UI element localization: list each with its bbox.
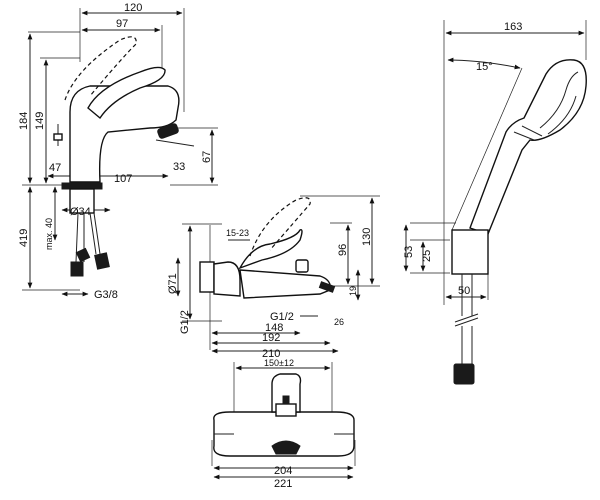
dim-diameter-71: Ø71 — [167, 273, 179, 294]
dim-210: 210 — [262, 348, 280, 360]
dim-120: 120 — [124, 2, 142, 14]
dim-67: 67 — [201, 151, 213, 163]
shower-set-drawing: 163 15° 53 25 50 — [403, 20, 587, 385]
dim-149: 149 — [34, 112, 46, 130]
dim-130: 130 — [361, 228, 373, 246]
dim-419: 419 — [18, 229, 30, 247]
dim-184: 184 — [18, 112, 30, 130]
dim-max-40: max. 40 — [44, 218, 54, 250]
dim-26: 26 — [334, 317, 344, 327]
dim-19: 19 — [348, 286, 358, 296]
dim-angle-15: 15° — [476, 61, 493, 73]
dim-50: 50 — [458, 285, 470, 297]
dim-g38: G3/8 — [94, 289, 118, 301]
dim-97: 97 — [116, 18, 128, 30]
dim-107: 107 — [114, 173, 132, 185]
dim-150: 150±12 — [264, 358, 294, 368]
dim-163: 163 — [504, 21, 522, 33]
dim-diameter-34: Ø34 — [70, 206, 91, 218]
dim-204: 204 — [274, 465, 292, 477]
dim-47: 47 — [49, 162, 61, 174]
dim-192: 192 — [262, 332, 280, 344]
basin-mixer-drawing: 120 97 184 149 47 107 33 67 419 max. 40 … — [18, 2, 218, 301]
dim-96: 96 — [337, 244, 349, 256]
dim-148: 148 — [265, 322, 283, 334]
dim-33: 33 — [173, 161, 185, 173]
dim-53: 53 — [403, 246, 415, 258]
dim-15-23: 15-23 — [226, 228, 249, 238]
bath-mixer-drawing: 15-23 130 96 19 26 Ø71 G1/2 G1/2 148 192… — [167, 195, 380, 490]
dim-g12-outlet: G1/2 — [270, 311, 294, 323]
dim-25: 25 — [421, 250, 433, 262]
dim-g12-side: G1/2 — [179, 310, 191, 334]
dim-221: 221 — [274, 478, 292, 490]
